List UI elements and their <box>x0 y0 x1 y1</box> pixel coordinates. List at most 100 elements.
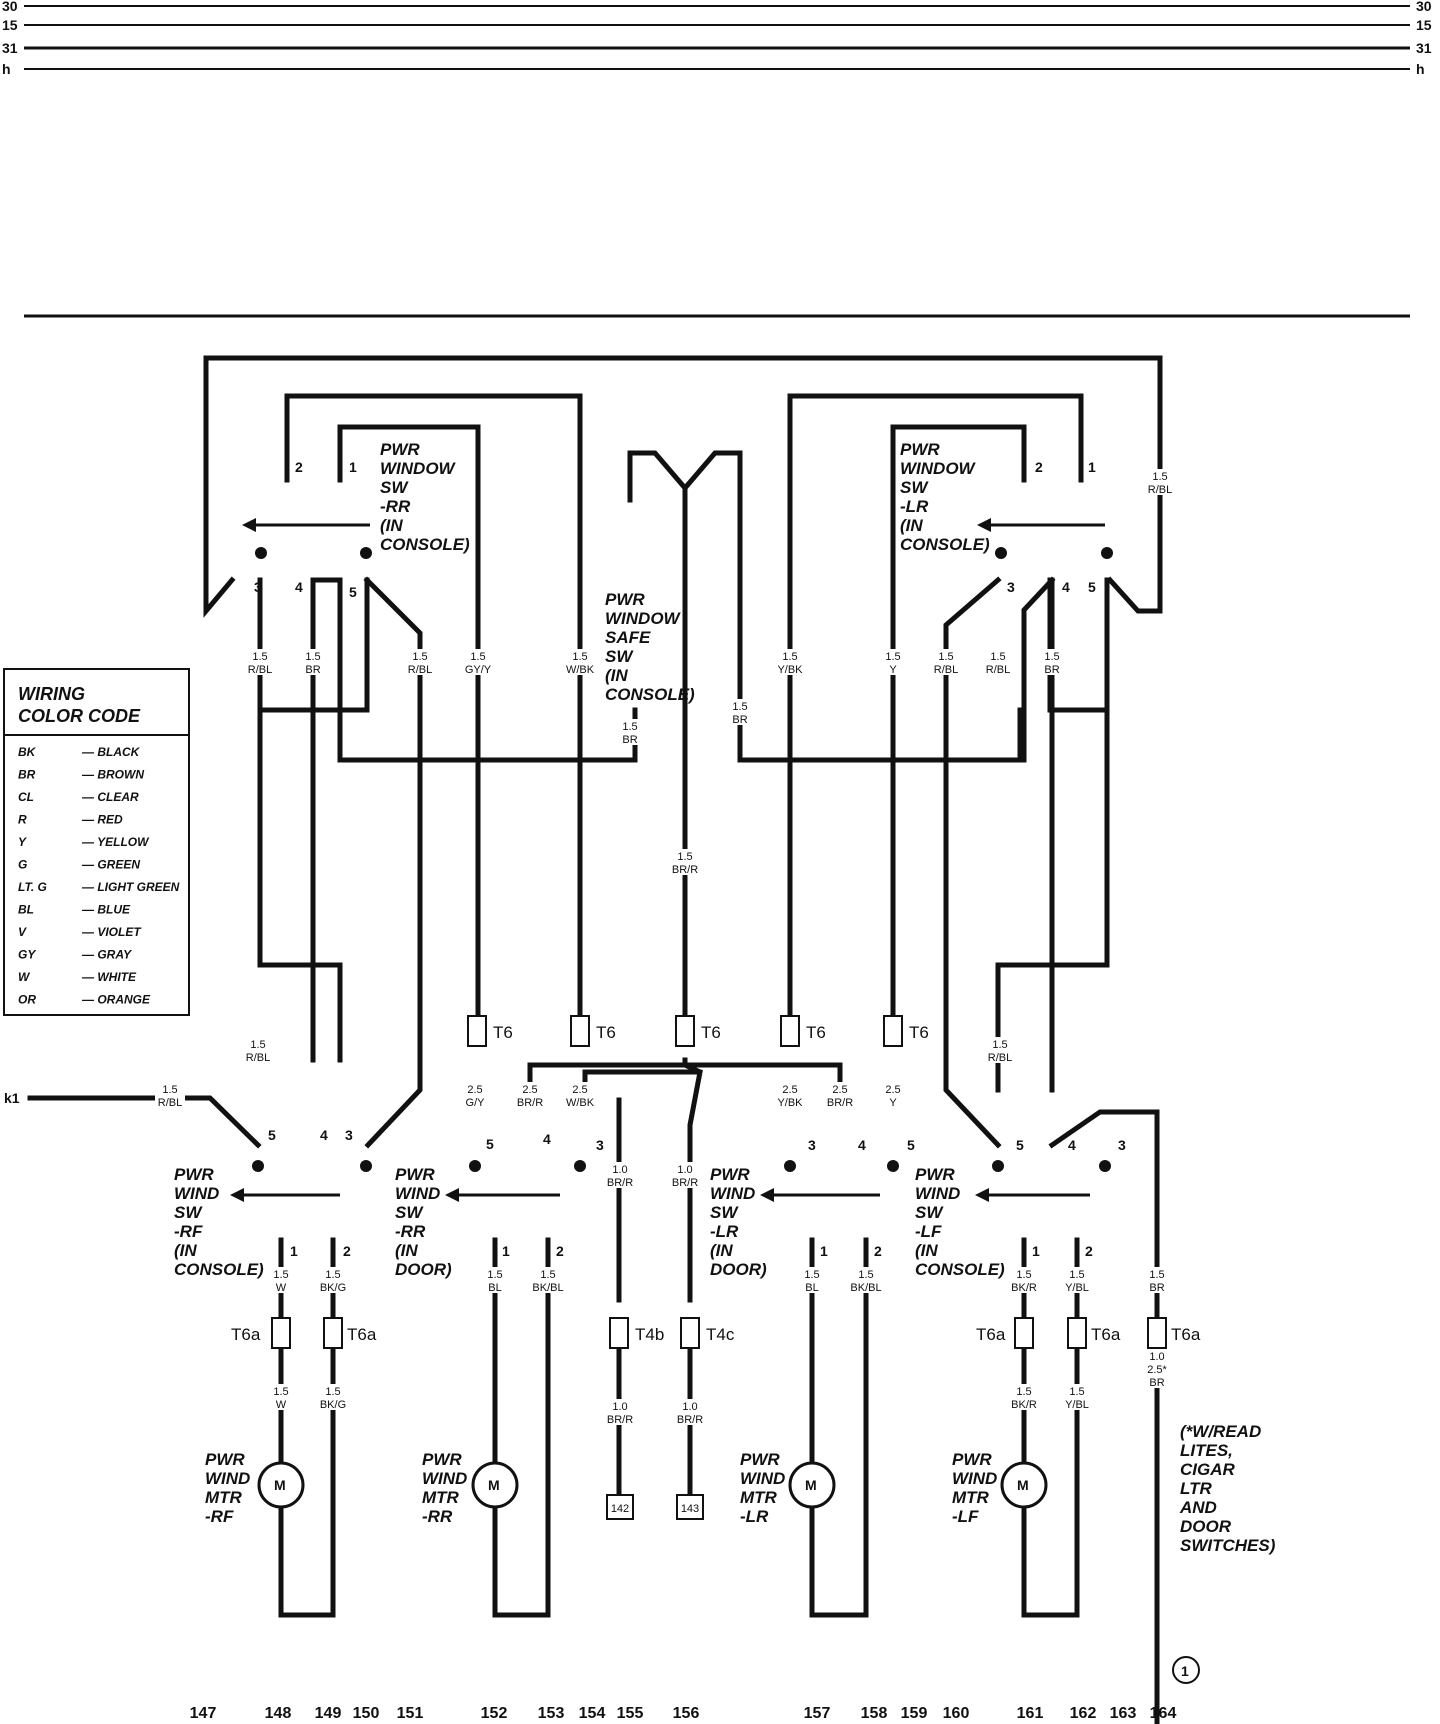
wire-label-text: 1.0 <box>612 1164 627 1176</box>
pin-lr-c-2: 2 <box>1035 459 1043 475</box>
component-label-line: PWR <box>900 440 940 459</box>
component-label-line: (IN <box>710 1241 733 1260</box>
component-label-line: PWR <box>395 1165 435 1184</box>
ground-symbol <box>1172 1656 1200 1684</box>
junction-dots <box>252 547 1113 1172</box>
footer-number: 161 <box>1017 1705 1044 1722</box>
component-label-line: CONSOLE) <box>900 535 990 554</box>
wire-label-w23: 1.5R/BL <box>985 1037 1015 1064</box>
wire-label-text: R/BL <box>988 1052 1012 1064</box>
wire-label-text: W <box>276 1399 287 1411</box>
legend-color-name: — BLACK <box>81 745 141 759</box>
wire-label-text: Y/BL <box>1065 1282 1089 1294</box>
wire-label-text: 1.5 <box>470 651 485 663</box>
legend-code: Y <box>18 835 27 849</box>
footer-number: 159 <box>901 1705 928 1722</box>
pin-lf-3: 3 <box>1118 1137 1126 1153</box>
component-label-line: WINDOW <box>605 609 682 628</box>
wiring <box>27 355 1163 1724</box>
pin-rrd-1: 1 <box>502 1243 510 1259</box>
ref-box-143 <box>676 1494 704 1520</box>
wire-label-w26: 1.5W <box>269 1267 293 1294</box>
component-label-line: SW <box>174 1203 203 1222</box>
footer-number: 160 <box>943 1705 970 1722</box>
bus-label-h-right: h <box>1416 61 1425 77</box>
component-label-line: -RR <box>422 1507 453 1526</box>
wire-label-text: R/BL <box>248 664 272 676</box>
bus-label-15-left: 15 <box>2 17 18 33</box>
wire-label-w10: 1.5Y <box>881 649 905 676</box>
wire-label-text: BK/R <box>1011 1282 1037 1294</box>
footer-number: 149 <box>315 1705 342 1722</box>
component-label-line: PWR <box>710 1165 750 1184</box>
component-label-line: -RR <box>395 1222 426 1241</box>
legend-color-name: — ORANGE <box>81 993 151 1007</box>
component-label-line: PWR <box>380 440 420 459</box>
component-label-line: PWR <box>205 1450 245 1469</box>
wire-label-text: Y <box>889 1097 897 1109</box>
wire-label-text: 1.5 <box>858 1269 873 1281</box>
legend-code: LT. G <box>18 880 47 894</box>
component-label-line: SW <box>710 1203 739 1222</box>
footer-number: 158 <box>861 1705 888 1722</box>
bus-label-31-right: 31 <box>1416 40 1432 56</box>
component-label-line: MTR <box>205 1488 243 1507</box>
pin-lrd-2: 2 <box>874 1243 882 1259</box>
wire-label-text: R/BL <box>246 1052 270 1064</box>
legend-color-name: — RED <box>81 813 123 827</box>
wire-label-w33: 1.5Y/BL <box>1062 1267 1092 1294</box>
component-label-line: WIND <box>740 1469 785 1488</box>
wire-label-text: 1.0 <box>682 1401 697 1413</box>
component-label-line: (IN <box>900 516 923 535</box>
component-label-line: CONSOLE) <box>174 1260 264 1279</box>
component-label-line: -LR <box>710 1222 739 1241</box>
component-label-line: SAFE <box>605 628 651 647</box>
connector-boxes <box>271 1015 1167 1349</box>
component-label-line: -LF <box>952 1507 979 1526</box>
wire-label-text: BL <box>488 1282 501 1294</box>
component-label-line: WINDOW <box>900 459 977 478</box>
pin-rr-c-4: 4 <box>295 579 303 595</box>
wire-label-w15: 1.5R/BL <box>243 1037 273 1064</box>
pin-lf-2: 2 <box>1085 1243 1093 1259</box>
connector-t6a: T6a <box>1171 1325 1201 1344</box>
pin-lf-1: 1 <box>1032 1243 1040 1259</box>
legend-code: R <box>18 813 27 827</box>
pin-rf-1: 1 <box>290 1243 298 1259</box>
pin-rrd-3: 3 <box>596 1137 604 1153</box>
legend-color-name: — GREEN <box>81 858 140 872</box>
wire-label-text: 1.5 <box>412 651 427 663</box>
connector-t6: T6 <box>596 1023 616 1042</box>
wire-label-text: Y <box>889 664 897 676</box>
footer-number: 157 <box>804 1705 831 1722</box>
wire-label-text: 1.5 <box>622 721 637 733</box>
component-label-line: -LF <box>915 1222 942 1241</box>
motors: M M M M <box>257 1461 1048 1509</box>
legend-title-line1: WIRING <box>18 684 85 704</box>
wire-label-text: BL <box>805 1282 818 1294</box>
component-label-line: MTR <box>952 1488 990 1507</box>
wire-label-text: 1.5 <box>487 1269 502 1281</box>
component-label-line: WINDOW <box>380 459 457 478</box>
motor-rr-m: M <box>488 1477 500 1493</box>
footer-number: 153 <box>538 1705 565 1722</box>
component-label-line: (IN <box>174 1241 197 1260</box>
component-label-line: (IN <box>915 1241 938 1260</box>
wire-label-text: 1.5 <box>677 851 692 863</box>
component-label-line: CONSOLE) <box>915 1260 1005 1279</box>
connector-t6: T6 <box>701 1023 721 1042</box>
pin-rf-3: 3 <box>345 1127 353 1143</box>
pin-lrd-1: 1 <box>820 1243 828 1259</box>
wire-label-text: 1.5 <box>1069 1269 1084 1281</box>
wire-label-w18: 2.5BR/R <box>515 1082 545 1109</box>
wire-label-text: 1.5 <box>990 651 1005 663</box>
ground-symbol-number: 1 <box>1181 1663 1189 1679</box>
wire-label-text: BK/R <box>1011 1399 1037 1411</box>
wire-label-w13: 1.5BR <box>1040 649 1064 676</box>
